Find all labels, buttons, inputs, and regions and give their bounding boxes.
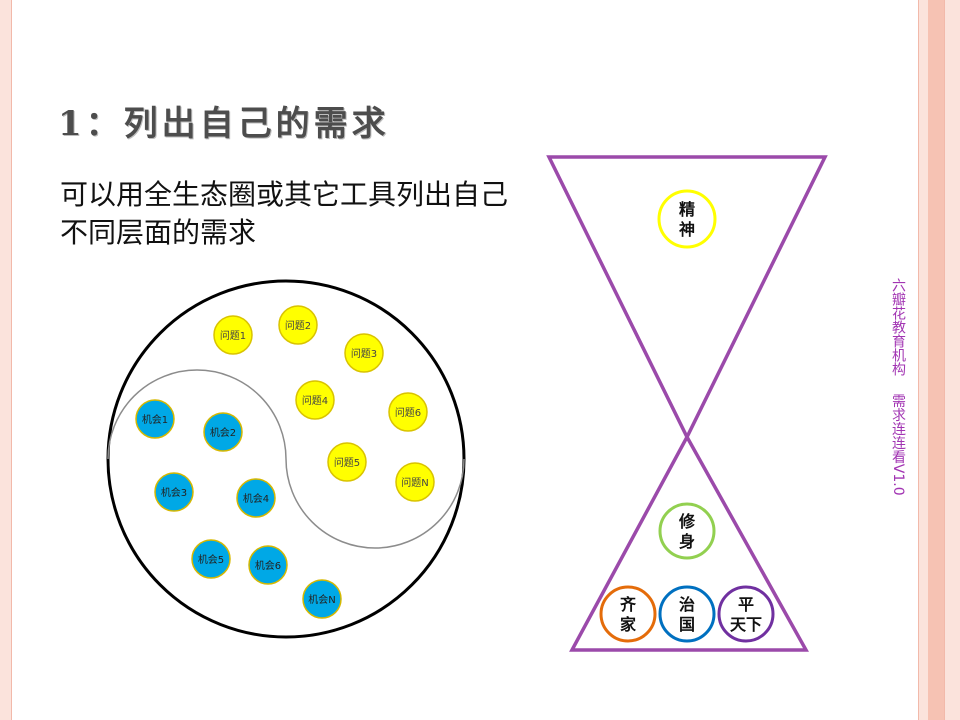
problem-bubble: 问题6 (388, 392, 428, 432)
problem-bubble: 问题2 (278, 305, 318, 345)
opportunity-bubble: 机会N (302, 579, 342, 619)
opportunity-label: 机会1 (142, 413, 168, 426)
opportunity-bubble: 机会3 (154, 472, 194, 512)
ecosystem-diagram: 问题1 问题2 问题3 问题4 问题5 问题6 问题N 机会1 机会2 机会3 机会4 机会5 机会6… (106, 279, 466, 639)
problem-label: 问题6 (395, 406, 421, 419)
xiu-shen-label: 修 (678, 512, 696, 531)
slide-title: 1：列出自己的需求 (58, 104, 390, 144)
qi-jia-label: 家 (620, 615, 637, 634)
qi-jia-label: 齐 (620, 595, 637, 614)
ping-tian-xia-label: 平 (738, 595, 754, 614)
problem-label: 问题N (401, 476, 428, 489)
problem-label: 问题2 (285, 319, 311, 332)
xiu-shen-label: 身 (679, 532, 695, 551)
slide-subtitle: 可以用全生态圈或其它工具列出自己不同层面的需求 (60, 178, 509, 249)
opportunity-label: 机会5 (198, 553, 224, 566)
problem-bubble: 问题3 (344, 333, 384, 373)
side-note: 六瓣花教育机构 需求连连看V1.0 (890, 278, 906, 496)
problem-bubble: 问题N (395, 462, 435, 502)
problem-bubble: 问题5 (327, 442, 367, 482)
slide-border-right-inner (918, 0, 928, 720)
problem-label: 问题3 (351, 347, 377, 360)
problem-label: 问题4 (302, 394, 328, 407)
zhi-guo-label: 国 (679, 615, 695, 634)
jing-shen-label: 神 (679, 220, 695, 239)
opportunity-label: 机会N (308, 593, 335, 606)
opportunity-label: 机会2 (210, 426, 236, 439)
zhi-guo-circle: 治国 (658, 585, 716, 643)
problem-bubble: 问题4 (295, 380, 335, 420)
opportunity-label: 机会4 (243, 492, 269, 505)
opportunities-group: 机会1 机会2 机会3 机会4 机会5 机会6 机会N (135, 399, 342, 619)
slide-border-left (0, 0, 12, 720)
opportunity-bubble: 机会1 (135, 399, 175, 439)
jing-shen-circle: 精神 (657, 189, 717, 249)
hourglass-top-triangle (546, 155, 828, 441)
problem-label: 问题1 (220, 329, 246, 342)
opportunity-bubble: 机会2 (203, 412, 243, 452)
opportunity-bubble: 机会5 (191, 539, 231, 579)
problem-label: 问题5 (334, 456, 360, 469)
ping-tian-xia-label: 天下 (730, 615, 762, 634)
slide-border-right-outer (944, 0, 960, 720)
opportunity-label: 机会6 (255, 559, 281, 572)
qi-jia-circle: 齐家 (599, 585, 657, 643)
opportunity-label: 机会3 (161, 486, 187, 499)
hourglass-bottom-triangle (569, 433, 809, 652)
xiu-shen-circle: 修身 (658, 502, 716, 560)
opportunity-bubble: 机会4 (236, 478, 276, 518)
problems-group: 问题1 问题2 问题3 问题4 问题5 问题6 问题N (213, 305, 435, 502)
ecosystem-divider-curve (107, 369, 465, 549)
slide-border-right-middle (928, 0, 944, 720)
ping-tian-xia-circle: 平天下 (717, 585, 775, 643)
zhi-guo-label: 治 (679, 595, 695, 614)
jing-shen-label: 精 (679, 200, 695, 219)
opportunity-bubble: 机会6 (248, 545, 288, 585)
problem-bubble: 问题1 (213, 315, 253, 355)
